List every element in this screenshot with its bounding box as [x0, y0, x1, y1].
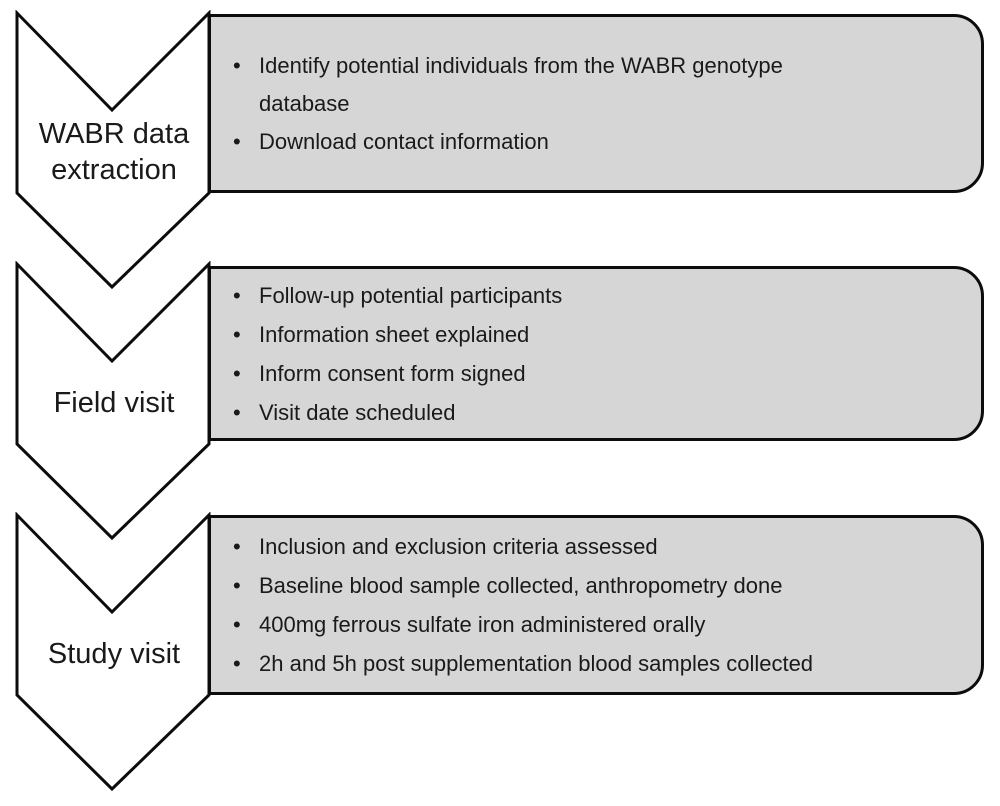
down-chevron-arrow-icon: [15, 261, 211, 541]
list-item: • 400mg ferrous sulfate iron administere…: [233, 605, 971, 644]
list-item-text: Baseline blood sample collected, anthrop…: [259, 573, 783, 598]
list-item-text: Identify potential individuals from the …: [259, 52, 783, 116]
list-item: • Visit date scheduled: [233, 393, 971, 432]
field-visit-box: • Follow-up potential participants • Inf…: [208, 266, 984, 441]
list-item-text: Information sheet explained: [259, 321, 530, 347]
list-item-text: Inform consent form signed: [259, 360, 526, 386]
list-item: • Inclusion and exclusion criteria asses…: [233, 527, 971, 566]
bullet-icon: •: [233, 128, 241, 154]
step-label-study-visit: Study visit: [47, 637, 181, 670]
list-item: • Identify potential individuals from th…: [233, 47, 971, 123]
wabr-data-extraction-box: • Identify potential individuals from th…: [208, 14, 984, 193]
step-label-wabr-data-extraction: WABR data extraction: [38, 117, 190, 186]
down-chevron-arrow-icon: [15, 512, 211, 792]
list-item: • Information sheet explained: [233, 315, 971, 354]
bullet-icon: •: [233, 612, 241, 637]
list-item-text: 2h and 5h post supplementation blood sam…: [259, 651, 814, 676]
list-item-text: Visit date scheduled: [259, 399, 456, 425]
list-item-text: Inclusion and exclusion criteria assesse…: [259, 534, 658, 559]
list-item: • Inform consent form signed: [233, 354, 971, 393]
bullet-icon: •: [233, 282, 241, 308]
wabr-data-extraction-list: • Identify potential individuals from th…: [211, 47, 981, 161]
list-item-text: 400mg ferrous sulfate iron administered …: [259, 612, 706, 637]
down-chevron-arrow-icon: [15, 10, 211, 290]
bullet-icon: •: [233, 573, 241, 598]
list-item: • Baseline blood sample collected, anthr…: [233, 566, 971, 605]
field-visit-list: • Follow-up potential participants • Inf…: [211, 276, 981, 432]
list-item: • Download contact information: [233, 123, 971, 161]
step-label-field-visit: Field visit: [53, 386, 175, 419]
bullet-icon: •: [233, 360, 241, 386]
list-item: • 2h and 5h post supplementation blood s…: [233, 644, 971, 683]
bullet-icon: •: [233, 321, 241, 347]
bullet-icon: •: [233, 52, 241, 78]
study-visit-box: • Inclusion and exclusion criteria asses…: [208, 515, 984, 695]
list-item: • Follow-up potential participants: [233, 276, 971, 315]
bullet-icon: •: [233, 651, 241, 676]
bullet-icon: •: [233, 399, 241, 425]
bullet-icon: •: [233, 534, 241, 559]
study-visit-list: • Inclusion and exclusion criteria asses…: [211, 527, 981, 683]
list-item-text: Follow-up potential participants: [259, 282, 563, 308]
list-item-text: Download contact information: [259, 128, 549, 154]
